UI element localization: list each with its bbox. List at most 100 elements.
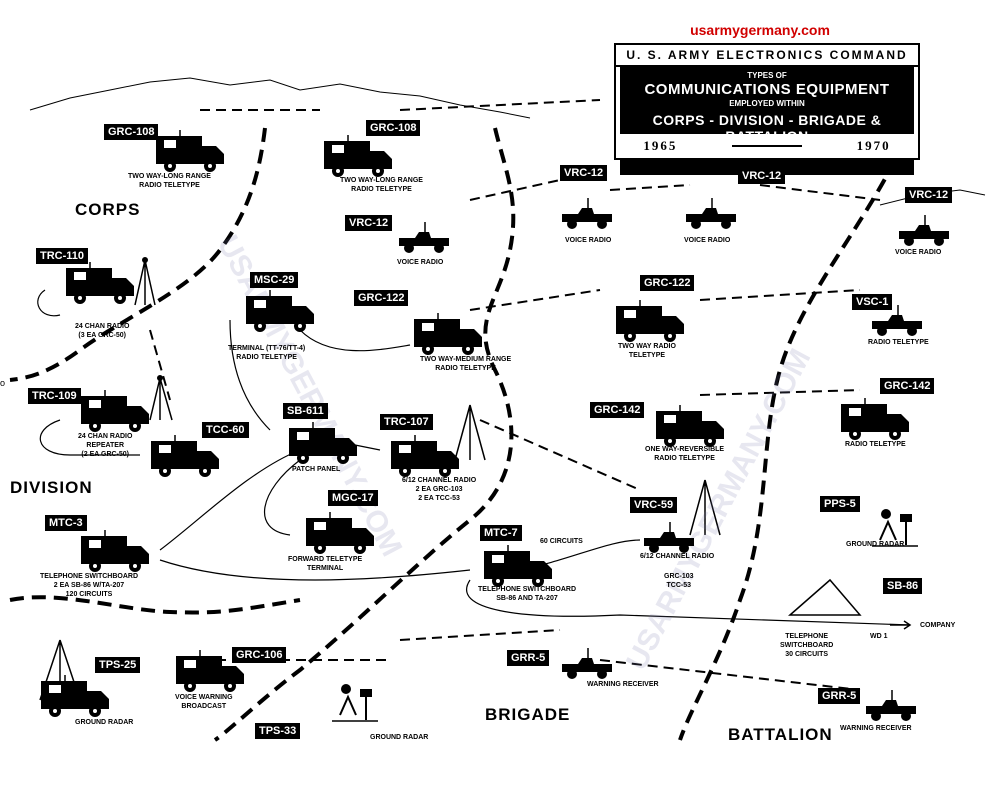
equipment-caption: 24 CHAN RADIO REPEATER (2 EA GRC-50) — [78, 433, 133, 458]
radio-link — [149, 329, 171, 401]
zone-battalion: BATTALION — [728, 725, 833, 744]
source-label: usarmygermany.com — [690, 22, 830, 38]
equipment-caption: GROUND RADAR — [75, 719, 134, 726]
truck-icon — [41, 675, 109, 717]
title-block: TYPES OF COMMUNICATIONS EQUIPMENT EMPLOY… — [620, 67, 914, 175]
edge-mark: o — [0, 378, 6, 388]
radio-link — [759, 184, 881, 201]
equipment-caption: VOICE RADIO — [397, 259, 444, 266]
radio-link — [609, 184, 691, 191]
equipment-label: MSC-29 — [250, 272, 299, 288]
equipment-label: SB-86 — [883, 578, 923, 594]
zone-corps: CORPS — [75, 200, 141, 219]
equipment-caption: TERMINAL (TT-76/TT-4) RADIO TELETYPE — [228, 345, 306, 361]
equipment-label: GRR-5 — [818, 688, 861, 704]
wire-line — [39, 419, 140, 456]
radio-link — [479, 419, 641, 491]
jeep-icon — [872, 305, 922, 336]
wire-line — [159, 559, 471, 581]
mtc7-circuits: 60 CIRCUITS — [540, 538, 583, 545]
wd1-label: WD 1 — [870, 633, 888, 640]
boundary-corps-division — [213, 127, 516, 742]
tower-top — [157, 375, 163, 381]
equipment-caption: TWO WAY-LONG RANGE RADIO TELETYPE — [128, 173, 211, 189]
wire-line — [159, 449, 301, 551]
wire-line — [466, 579, 911, 626]
equipment-caption: GROUND RADAR — [846, 541, 905, 548]
equipment-label: MTC-3 — [45, 515, 87, 531]
radio-link — [399, 99, 601, 111]
title-org: U. S. ARMY ELECTRONICS COMMAND — [616, 45, 918, 67]
truck-icon — [306, 512, 374, 554]
jeep-icon — [866, 690, 916, 721]
radio-link — [699, 289, 861, 301]
truck-icon — [81, 530, 149, 572]
tent — [788, 578, 862, 616]
truck-icon — [616, 300, 684, 342]
radio-link — [469, 289, 601, 311]
vrc59-sub: GRC-103 TCC-53 — [664, 573, 694, 589]
equipment-caption: TWO WAY RADIO TELETYPE — [618, 343, 676, 359]
equipment-caption: 6/12 CHANNEL RADIO — [640, 553, 715, 560]
equipment-label: MGC-17 — [328, 490, 378, 506]
truck-icon — [484, 545, 552, 587]
truck-icon — [246, 290, 314, 332]
radar-operator-icon — [332, 684, 378, 722]
equipment-caption: FORWARD TELETYPE TERMINAL — [288, 556, 363, 572]
truck-icon — [656, 405, 724, 447]
equipment-caption: WARNING RECEIVER — [840, 725, 912, 732]
antenna-tower — [134, 259, 156, 306]
equipment-caption: VOICE WARNING BROADCAST — [175, 694, 233, 710]
equipment-label: GRC-108 — [366, 120, 421, 136]
jeep-icon — [899, 215, 949, 246]
equipment-label: PPS-5 — [820, 496, 860, 512]
tower-top — [142, 257, 148, 263]
zone-brigade: BRIGADE — [485, 705, 571, 724]
truck-icon — [176, 650, 244, 692]
year-start: 1965 — [643, 138, 678, 153]
equipment-label: VRC-12 — [560, 165, 608, 181]
equipment-caption: ONE WAY-REVERSIBLE RADIO TELETYPE — [645, 446, 725, 462]
boundary-division-brigade — [9, 595, 301, 615]
truck-icon — [66, 262, 134, 304]
truck-icon — [841, 398, 909, 440]
title-employed: EMPLOYED WITHIN — [729, 99, 805, 108]
equipment-caption: GROUND RADAR — [370, 734, 429, 741]
title-years: 1965 1970 — [616, 134, 918, 158]
equipment-caption: TWO WAY-LONG RANGE RADIO TELETYPE — [340, 177, 423, 193]
truck-icon — [289, 422, 357, 464]
antenna-tower — [689, 479, 721, 536]
truck-icon — [324, 135, 392, 177]
equipment-caption: 24 CHAN RADIO (3 EA GRC-50) — [75, 323, 130, 339]
boundary-brigade-battalion — [678, 159, 897, 741]
truck-icon — [391, 435, 459, 477]
equipment-label: GRC-122 — [640, 275, 695, 291]
truck-icon — [81, 390, 149, 432]
title-box: U. S. ARMY ELECTRONICS COMMAND TYPES OF … — [614, 43, 920, 175]
equipment-caption: PATCH PANEL — [292, 466, 341, 473]
truck-icon — [414, 313, 482, 355]
wire-line — [299, 329, 411, 352]
equipment-caption: VOICE RADIO — [684, 237, 731, 244]
zone-division: DIVISION — [10, 478, 93, 497]
equipment-caption: RADIO TELETYPE — [868, 339, 929, 346]
equipment-caption: TWO WAY-MEDIUM RANGE RADIO TELETYPE — [420, 356, 512, 372]
company-arrow — [890, 620, 912, 630]
equipment-label: GRC-108 — [104, 124, 159, 140]
equipment-caption: VOICE RADIO — [565, 237, 612, 244]
antenna-tower — [149, 377, 173, 421]
title-types-of: TYPES OF — [747, 71, 787, 80]
equipment-label: VRC-59 — [630, 497, 678, 513]
equipment-caption: VOICE RADIO — [895, 249, 942, 256]
radio-link — [399, 629, 561, 641]
equipment-label: TRC-110 — [36, 248, 89, 264]
equipment-label: TRC-107 — [380, 414, 433, 430]
truck-icon — [156, 130, 224, 172]
jeep-icon — [562, 648, 612, 679]
jeep-icon — [399, 222, 449, 253]
year-end: 1970 — [856, 138, 891, 153]
boundary-corps-left — [9, 127, 267, 382]
year-dash — [731, 145, 802, 147]
